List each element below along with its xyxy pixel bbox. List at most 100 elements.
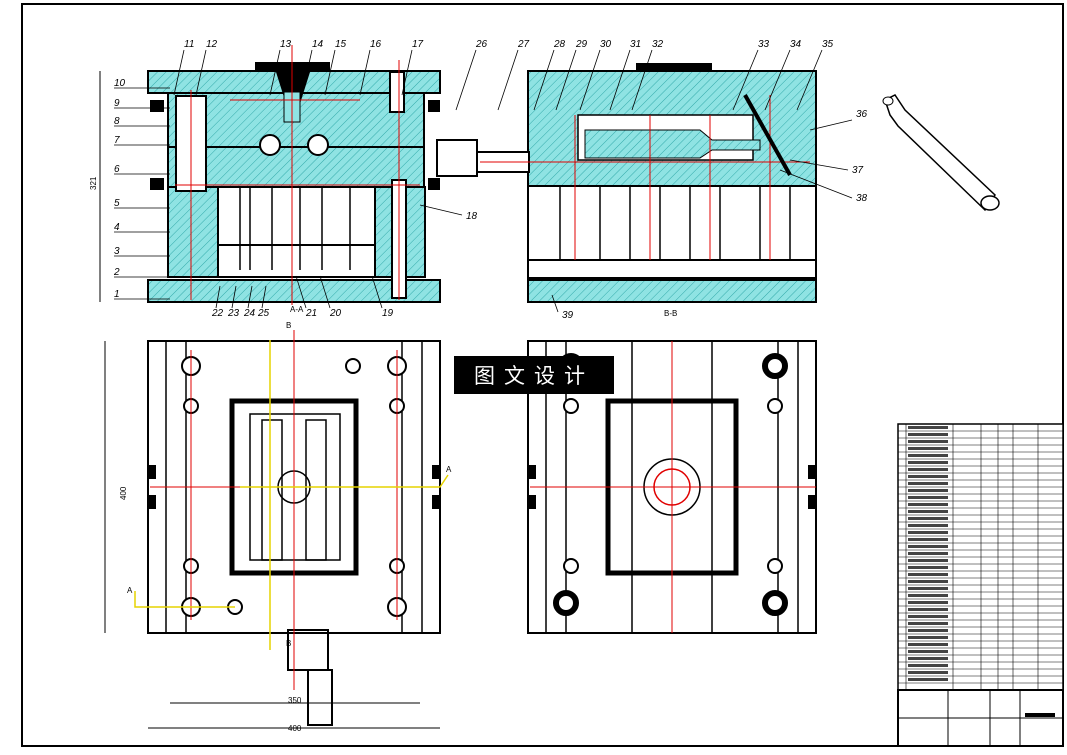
bom-cell-text <box>908 608 948 611</box>
bom-cell-text <box>908 559 948 562</box>
part-number-18: 18 <box>466 211 478 222</box>
part-number-24: 24 <box>243 308 256 319</box>
bom-cell-text <box>908 461 948 464</box>
leader-line-23 <box>231 285 237 309</box>
bom-cell-text <box>908 580 948 583</box>
leader-line-12 <box>195 49 207 96</box>
leader-line-21 <box>295 275 307 309</box>
plan-outer-width-dim: 400 <box>288 724 302 733</box>
bom-cell-text <box>908 566 948 569</box>
bom-cell-text <box>908 615 948 618</box>
part-number-38: 38 <box>856 193 868 204</box>
leader-line-34 <box>764 49 791 111</box>
leader-line-25 <box>261 285 267 309</box>
part-number-7: 7 <box>114 135 120 146</box>
bom-cell-text <box>908 503 948 506</box>
part-number-23: 23 <box>227 308 240 319</box>
bom-cell-text <box>908 426 948 429</box>
leader-line-28 <box>533 49 555 111</box>
bom-cell-text <box>908 531 948 534</box>
product-iso-view <box>882 94 1000 212</box>
leader-line-16 <box>359 49 371 96</box>
marker-a-1: A <box>127 586 133 595</box>
leader-line-11 <box>173 49 185 96</box>
leader-line-35 <box>796 49 823 111</box>
part-number-37: 37 <box>852 165 864 176</box>
part-number-25: 25 <box>257 308 270 319</box>
part-number-11: 11 <box>184 39 194 50</box>
bom-cell-text <box>908 517 948 520</box>
part-number-10: 10 <box>114 78 126 89</box>
front-section-view: 321 A-A <box>89 45 441 314</box>
marker-b-1: B <box>286 321 291 330</box>
bom-cell-text <box>908 510 948 513</box>
part-number-36: 36 <box>856 109 868 120</box>
part-number-15: 15 <box>335 39 347 50</box>
bom-cell-text <box>908 636 948 639</box>
part-number-19: 19 <box>382 308 394 319</box>
bom-cell-text <box>908 433 948 436</box>
bom-table <box>897 423 1064 691</box>
part-number-9: 9 <box>114 98 120 109</box>
leader-line-20 <box>319 275 331 309</box>
bom-cell-text <box>908 454 948 457</box>
part-number-2: 2 <box>113 267 120 278</box>
part-number-27: 27 <box>517 39 530 50</box>
bom-cell-text <box>908 678 948 681</box>
bom-cell-text <box>908 447 948 450</box>
bom-cell-text <box>908 496 948 499</box>
bom-cell-text <box>908 440 948 443</box>
part-number-31: 31 <box>630 39 641 50</box>
part-number-35: 35 <box>822 39 834 50</box>
section-b-label: B-B <box>664 309 677 318</box>
leader-line-13 <box>269 49 281 96</box>
leader-line-26 <box>455 49 477 111</box>
leader-line-14 <box>301 49 313 96</box>
drawing-border <box>21 3 1064 747</box>
leader-line-29 <box>555 49 577 111</box>
part-number-34: 34 <box>790 39 802 50</box>
bom-cell-text <box>908 622 948 625</box>
part-number-16: 16 <box>370 39 382 50</box>
leader-line-18 <box>419 204 463 216</box>
leader-line-32 <box>631 49 653 111</box>
leader-line-31 <box>609 49 631 111</box>
leader-line-36 <box>809 119 853 131</box>
part-number-5: 5 <box>114 198 120 209</box>
marker-a-2: A <box>446 465 452 474</box>
part-number-33: 33 <box>758 39 770 50</box>
part-number-1: 1 <box>114 289 120 300</box>
bom-cell-text <box>908 573 948 576</box>
bom-cell-text <box>908 594 948 597</box>
bom-cell-text <box>908 671 948 674</box>
part-number-21: 21 <box>305 308 317 319</box>
front-height-dim: 321 <box>89 176 98 190</box>
bom-cell-text <box>908 545 948 548</box>
bom-cell-text <box>908 538 948 541</box>
marker-b-2: B <box>286 639 291 648</box>
bom-cell-text <box>908 489 948 492</box>
leader-line-17 <box>401 49 413 96</box>
section-a-label: A-A <box>290 305 304 314</box>
leader-line-30 <box>579 49 601 111</box>
part-number-28: 28 <box>553 39 566 50</box>
leader-line-22 <box>215 285 221 309</box>
part-number-29: 29 <box>575 39 588 50</box>
fixed-half-plan-view: 400 350 400 A A B B <box>104 321 452 733</box>
part-number-26: 26 <box>475 39 488 50</box>
part-number-12: 12 <box>206 39 218 50</box>
part-number-17: 17 <box>412 39 424 50</box>
part-number-6: 6 <box>114 164 120 175</box>
leader-line-39 <box>551 294 559 313</box>
bom-cell-text <box>908 650 948 653</box>
bom-cell-text <box>908 629 948 632</box>
part-number-39: 39 <box>562 310 574 321</box>
part-number-30: 30 <box>600 39 612 50</box>
bom-cell-text <box>908 468 948 471</box>
part-number-4: 4 <box>114 222 120 233</box>
title-block <box>897 689 1064 747</box>
leader-line-37 <box>789 159 849 171</box>
bom-cell-text <box>908 524 948 527</box>
part-number-13: 13 <box>280 39 292 50</box>
